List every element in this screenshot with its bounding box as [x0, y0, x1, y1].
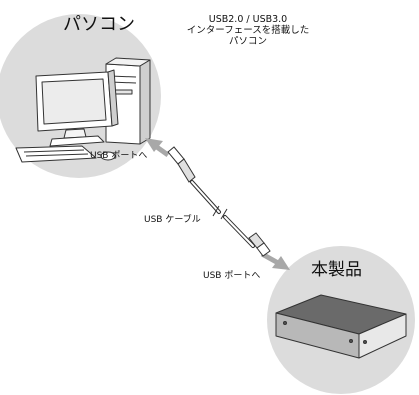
pc-requirement-note: USB2.0 / USB3.0 インターフェースを搭載した パソコン: [178, 14, 318, 47]
usb-cable-label: USB ケーブル: [144, 215, 201, 225]
arrow-to-pc: [145, 138, 170, 158]
device-illustration: [275, 294, 407, 359]
note-line-2: インターフェースを搭載した: [186, 25, 310, 36]
usb-plug-pc-side: [167, 146, 196, 183]
device-title: 本製品: [311, 260, 362, 280]
usb-port-device-label: USB ポートへ: [203, 271, 261, 281]
pc-illustration: [15, 57, 151, 163]
note-line-3: パソコン: [228, 36, 267, 47]
arrow-to-device: [260, 251, 290, 270]
pc-title: パソコン: [63, 14, 135, 35]
note-line-1: USB2.0 / USB3.0: [208, 14, 288, 25]
usb-plug-device-side: [248, 232, 271, 257]
usb-cable: [190, 180, 255, 248]
usb-port-pc-label: USB ポートへ: [90, 151, 148, 161]
